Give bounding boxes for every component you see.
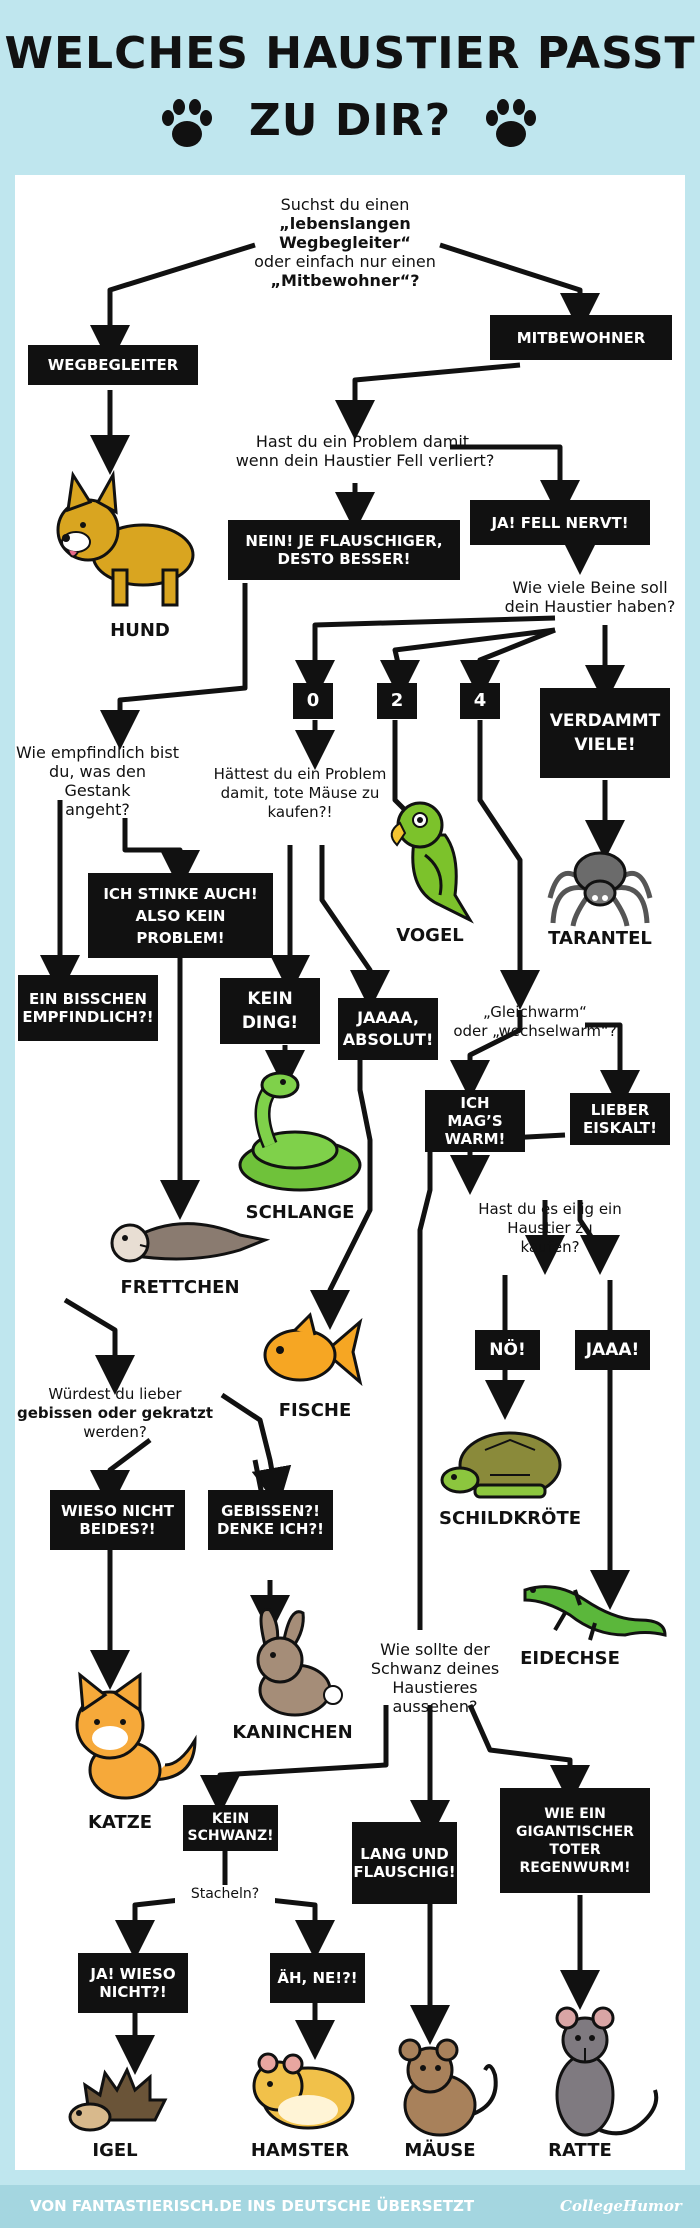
animal-label-igel: IGEL <box>92 2140 138 2161</box>
animal-label-frettchen: FRETTCHEN <box>120 1277 240 1298</box>
answer-noe: NÖ! <box>475 1330 540 1370</box>
collegehumor-logo: CollegeHumor <box>560 2197 682 2215</box>
animal-label-fische: FISCHE <box>278 1400 352 1421</box>
answer-verdammt: VERDAMMT VIELE! <box>540 688 670 778</box>
page-title-line2: ZU DIR? <box>248 95 452 146</box>
animal-label-eidechse: EIDECHSE <box>520 1648 620 1669</box>
answer-fellnervt: JA! FELL NERVT! <box>470 500 650 545</box>
footer: VON FANTASTIERISCH.DE INS DEUTSCHE ÜBERS… <box>0 2185 700 2228</box>
hedgehog-icon <box>68 2066 168 2132</box>
animal-label-kaninchen: KANINCHEN <box>232 1722 353 1743</box>
footer-credit: VON FANTASTIERISCH.DE INS DEUTSCHE ÜBERS… <box>30 2197 475 2215</box>
answer-keinschwanz: KEIN SCHWANZ! <box>183 1805 278 1851</box>
answer-aehne: ÄH, NE!?! <box>270 1953 365 2003</box>
animal-label-maeuse: MÄUSE <box>404 2140 476 2161</box>
ferret-icon <box>110 1222 270 1263</box>
turtle-icon <box>440 1431 562 1499</box>
answer-beides: WIESO NICHT BEIDES?! <box>50 1490 185 1550</box>
answer-wegbegleiter: WEGBEGLEITER <box>28 345 198 385</box>
animal-label-schildkroete: SCHILDKRÖTE <box>438 1508 582 1529</box>
animal-label-vogel: VOGEL <box>396 925 464 946</box>
paw-icon <box>162 99 212 147</box>
lizard-icon <box>523 1585 667 1641</box>
answer-gebissen: GEBISSEN?! DENKE ICH?! <box>208 1490 333 1550</box>
cat-icon <box>75 1671 197 1800</box>
answer-jawieso: JA! WIESO NICHT?! <box>78 1953 188 2013</box>
answer-jaaa: JAAA! <box>575 1330 650 1370</box>
paw-icon <box>486 99 536 147</box>
answer-eiskalt: LIEBER EISKALT! <box>570 1093 670 1145</box>
answer-four: 4 <box>460 683 500 719</box>
answer-absolut: JAAAA, ABSOLUT! <box>338 998 438 1060</box>
answer-two: 2 <box>377 683 417 719</box>
answer-langflauschig: LANG UND FLAUSCHIG! <box>352 1822 457 1904</box>
answer-mitbewohner: MITBEWOHNER <box>490 315 672 360</box>
question-fell: Hast du ein Problem damit,wenn dein Haus… <box>235 432 495 470</box>
fish-icon <box>263 1312 363 1387</box>
answer-regenwurm: WIE EIN GIGANTISCHER TOTER REGENWURM! <box>500 1788 650 1893</box>
mouse-icon <box>398 2038 498 2137</box>
page-title: WELCHES HAUSTIER PASST <box>4 28 696 79</box>
rat-icon <box>555 2006 659 2137</box>
animal-label-hamster: HAMSTER <box>250 2140 350 2161</box>
question-stacheln: Stacheln? <box>175 1885 275 1904</box>
snake-icon <box>238 1071 362 1192</box>
animal-label-tarantel: TARANTEL <box>548 928 652 949</box>
animal-label-ratte: RATTE <box>548 2140 612 2161</box>
answer-keinding: KEIN DING! <box>220 978 320 1044</box>
dog-icon <box>56 470 195 607</box>
answer-flauschig: NEIN! JE FLAUSCHIGER, DESTO BESSER! <box>228 520 460 580</box>
spider-icon <box>547 851 653 927</box>
rabbit-icon <box>256 1607 343 1717</box>
hamster-icon <box>252 2052 355 2130</box>
animal-label-schlange: SCHLANGE <box>245 1202 355 1223</box>
answer-bisschen: EIN BISSCHEN EMPFINDLICH?! <box>18 975 158 1041</box>
answer-zero: 0 <box>293 683 333 719</box>
answer-stinke: ICH STINKE AUCH! ALSO KEIN PROBLEM! <box>88 873 273 958</box>
question-warm: „Gleichwarm“oder „wechselwarm“? <box>453 1003 617 1040</box>
answer-magswarm: ICH MAG’S WARM! <box>425 1090 525 1152</box>
question-wegbegleiter: Suchst du einen „lebenslangen Wegbegleit… <box>254 195 436 290</box>
parrot-icon <box>390 801 474 924</box>
animal-label-hund: HUND <box>110 620 170 641</box>
animal-label-katze: KATZE <box>87 1812 153 1833</box>
